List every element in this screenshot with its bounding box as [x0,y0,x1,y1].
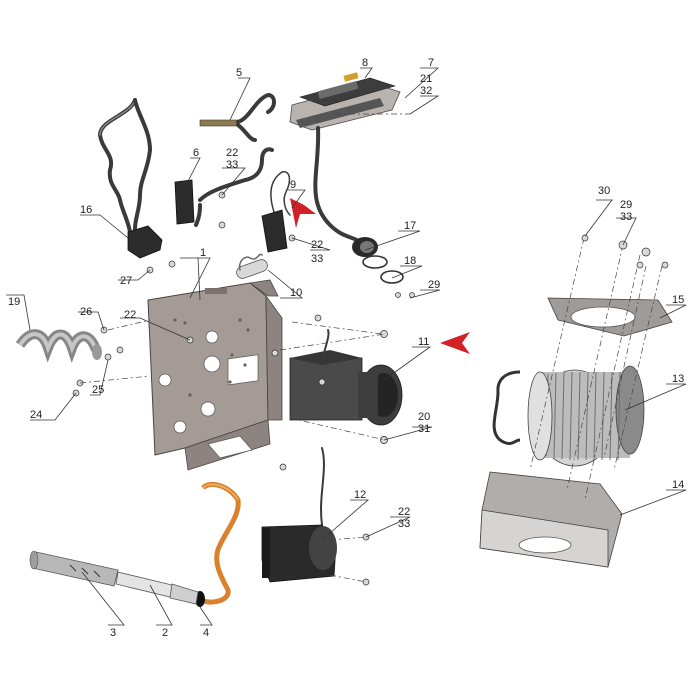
callout-8: 8 [362,57,368,69]
leaders [6,67,687,626]
control-board [289,72,401,131]
callout-33-d: 33 [398,518,410,530]
callout-1: 1 [200,247,206,259]
screws-24-26 [72,326,124,397]
callout-12: 12 [354,489,366,501]
callout-33-c: 33 [620,211,632,223]
callout-21: 21 [420,73,432,85]
housing-14 [479,471,623,568]
gasket-18 [380,270,404,284]
callout-18: 18 [404,255,416,267]
callout-29-a: 29 [428,279,440,291]
callout-22-c: 22 [124,309,136,321]
switch-9 [261,171,296,253]
fan-screws [581,234,669,269]
tube-2 [115,571,199,605]
callout-27: 27 [120,275,132,287]
callout-labels: 5 6 22 33 8 7 21 32 9 22 33 16 27 1 10 1… [8,57,684,639]
assembly-lines [79,113,410,583]
motor-11 [289,329,403,426]
callout-33-a: 33 [226,159,238,171]
main-plate [147,279,283,471]
electrode-10 [236,253,268,279]
cable-gland [352,237,378,257]
callout-22-d: 22 [398,506,410,518]
callout-17: 17 [404,220,416,232]
tube-3 [29,550,119,587]
callout-10: 10 [290,287,302,299]
callout-14: 14 [672,479,684,491]
gasket-17 [362,255,388,269]
callout-26: 26 [80,306,92,318]
connector-16 [127,225,163,259]
callout-20: 20 [418,411,430,423]
callout-2: 2 [162,627,168,639]
callout-30: 30 [598,185,610,197]
screws-12 [362,533,370,586]
callout-31: 31 [418,423,430,435]
flange-15 [547,297,673,337]
pump-12 [261,447,337,583]
marker-11 [440,332,470,354]
callout-22-a: 22 [226,147,238,159]
callout-19: 19 [8,296,20,308]
sensor-6 [174,147,274,229]
callout-11: 11 [418,336,429,348]
fan-wheel-13 [527,365,645,467]
spiral-19 [15,329,102,363]
board-cable [313,126,364,247]
assembly-axes [529,237,663,501]
callout-16: 16 [80,204,92,216]
callout-4: 4 [203,627,209,639]
callout-33-b: 33 [311,253,323,265]
callout-15: 15 [672,294,684,306]
callout-25: 25 [92,384,104,396]
hose-4 [199,482,241,605]
callout-29-b: 29 [620,199,632,211]
cable-16 [97,98,137,234]
callout-32: 32 [420,85,432,97]
callout-22-b: 22 [311,239,323,251]
rod-5 [199,92,276,142]
callout-13: 13 [672,373,684,385]
callout-6: 6 [193,147,199,159]
gasket-loop [492,370,521,446]
marker-9 [290,198,316,228]
screw-29-small [395,292,415,298]
callout-3: 3 [110,627,116,639]
callout-24: 24 [30,409,42,421]
callout-7: 7 [428,57,434,69]
callout-9: 9 [290,179,296,191]
callout-5: 5 [236,67,242,79]
